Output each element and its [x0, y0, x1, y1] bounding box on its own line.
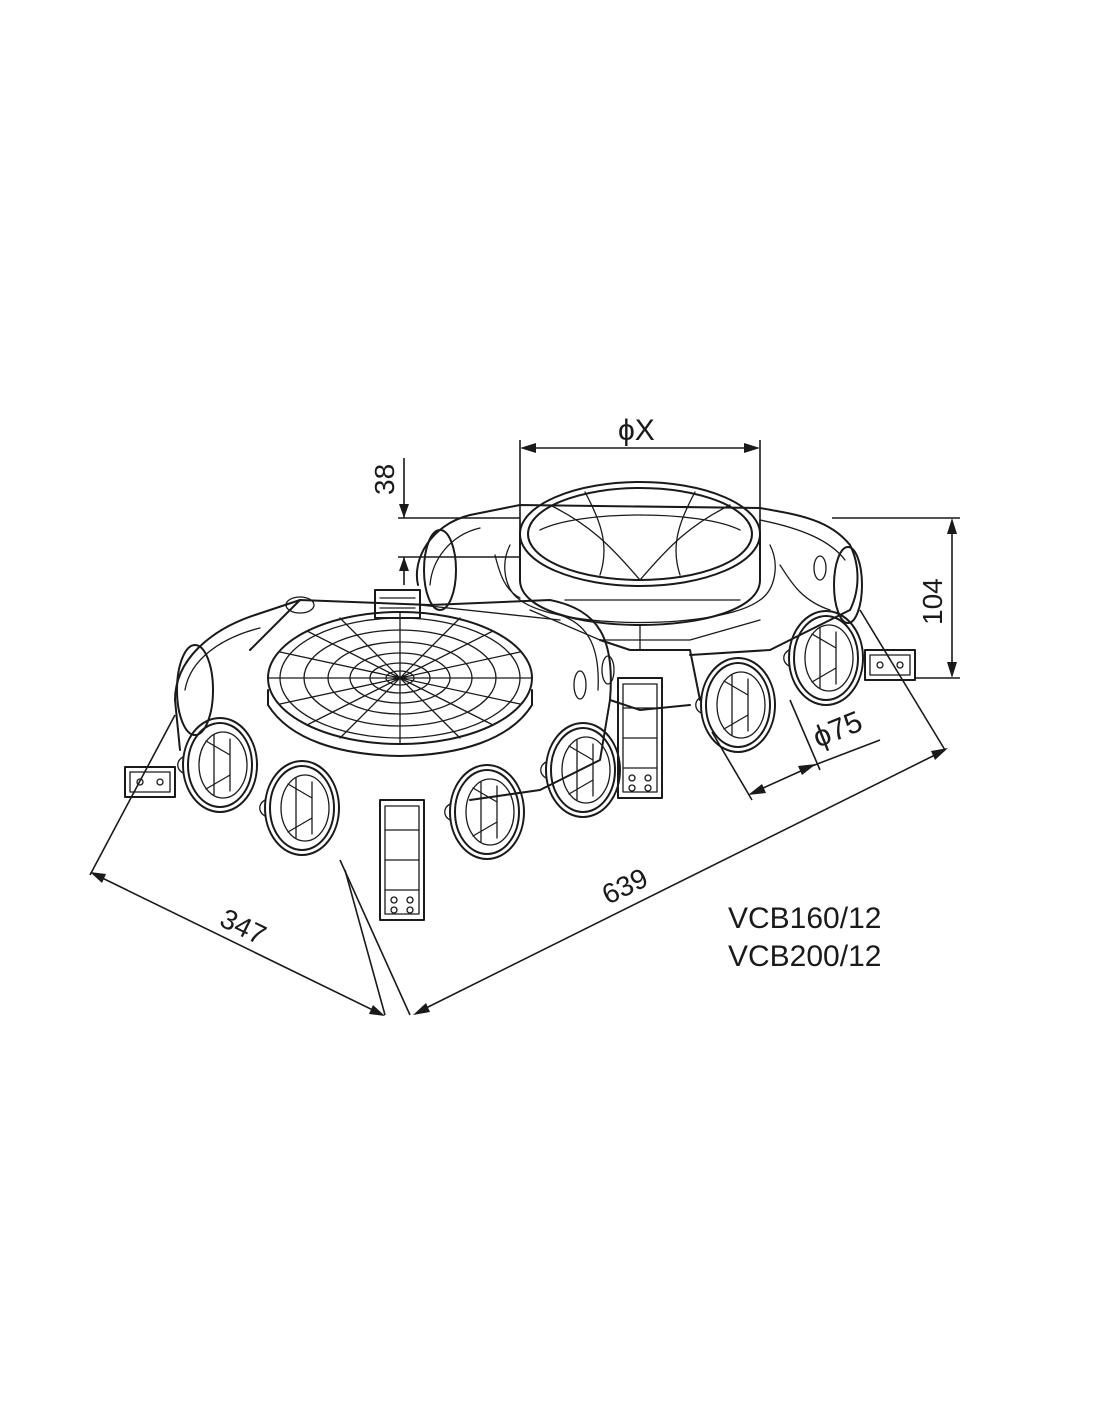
outlet-spigot: [258, 760, 340, 856]
dimension-label-diameter-75: ϕ75: [808, 705, 867, 754]
outlet-spigot: [694, 657, 776, 753]
dimension-label-639: 639: [597, 862, 653, 910]
mounting-bracket: [374, 589, 421, 619]
mounting-bracket: [379, 799, 425, 921]
outlet-spigot: [782, 610, 864, 706]
dimension-width-347: 347: [89, 714, 386, 1016]
dimension-label-347: 347: [215, 903, 271, 951]
dimension-label-diameter-x: ϕX: [618, 414, 655, 447]
dimension-label-104: 104: [917, 578, 948, 625]
mounting-bracket: [864, 649, 916, 681]
outlet-spigots: [176, 610, 864, 860]
outlet-spigot: [443, 764, 525, 860]
model-label: VCB160/12: [728, 902, 882, 935]
dimension-height-104: 104: [832, 517, 960, 679]
dimension-diameter-75: ϕ75: [711, 699, 881, 801]
mounting-bracket: [617, 677, 663, 799]
dimension-diameter-x: ϕX: [519, 414, 761, 535]
mounting-brackets: [124, 589, 916, 921]
plenum-body: [174, 504, 863, 801]
model-labels: VCB160/12 VCB200/12: [728, 900, 881, 976]
model-label: VCB200/12: [728, 940, 882, 973]
grille-cover: [267, 611, 533, 757]
dimension-label-38: 38: [369, 464, 400, 495]
dimension-height-38: 38: [369, 458, 520, 585]
mounting-bracket: [124, 766, 176, 798]
